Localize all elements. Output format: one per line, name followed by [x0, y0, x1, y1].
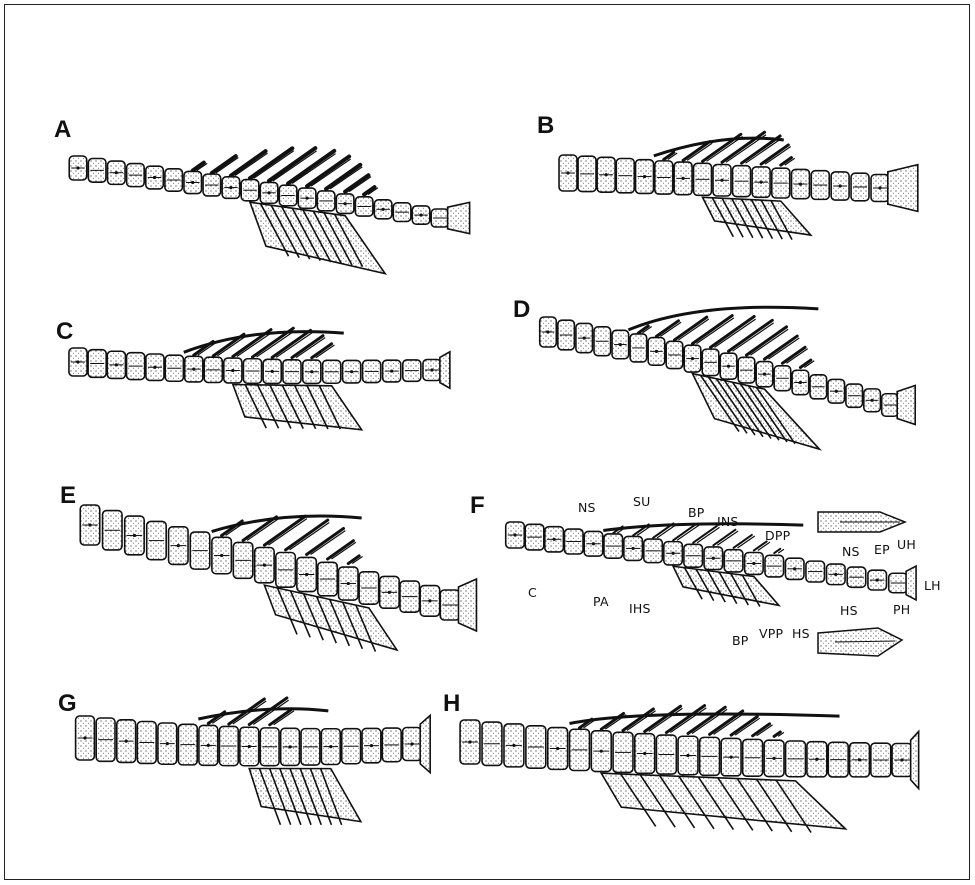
skeleton-d — [540, 307, 915, 449]
panel-label-f: F — [470, 494, 485, 518]
label-bp-top: BP — [688, 507, 705, 520]
skeleton-f — [506, 522, 916, 606]
inset-ventral-view — [818, 628, 902, 656]
label-hs-right: HS — [840, 605, 858, 618]
label-dpp: DPP — [765, 530, 790, 543]
label-ns: NS — [578, 502, 596, 515]
panel-label-h: H — [443, 692, 460, 716]
label-uh: UH — [897, 539, 916, 552]
label-ep: EP — [874, 544, 890, 557]
label-su: SU — [633, 496, 650, 509]
label-lh: LH — [924, 580, 941, 593]
label-ins: INS — [717, 516, 739, 529]
panel-label-d: D — [513, 298, 530, 322]
label-hs: HS — [792, 628, 810, 641]
panel-label-g: G — [58, 692, 77, 716]
label-ph: PH — [893, 604, 910, 617]
skeleton-a — [69, 148, 469, 274]
panel-label-e: E — [60, 484, 76, 508]
label-c: C — [528, 587, 537, 600]
panel-label-a: A — [54, 118, 71, 142]
label-pa: PA — [593, 596, 609, 609]
inset-dorsal-view — [818, 512, 905, 532]
skeleton-c — [69, 328, 450, 430]
label-bp-bottom: BP — [732, 635, 749, 648]
label-ns-right: NS — [842, 546, 860, 559]
skeleton-b — [559, 132, 918, 239]
label-ihs: IHS — [629, 603, 651, 616]
skeleton-e — [80, 505, 476, 652]
label-vpp: VPP — [759, 628, 783, 641]
panel-label-c: C — [56, 320, 73, 344]
skeleton-h — [460, 706, 919, 833]
panel-label-b: B — [537, 114, 554, 138]
skeleton-g — [76, 698, 431, 825]
